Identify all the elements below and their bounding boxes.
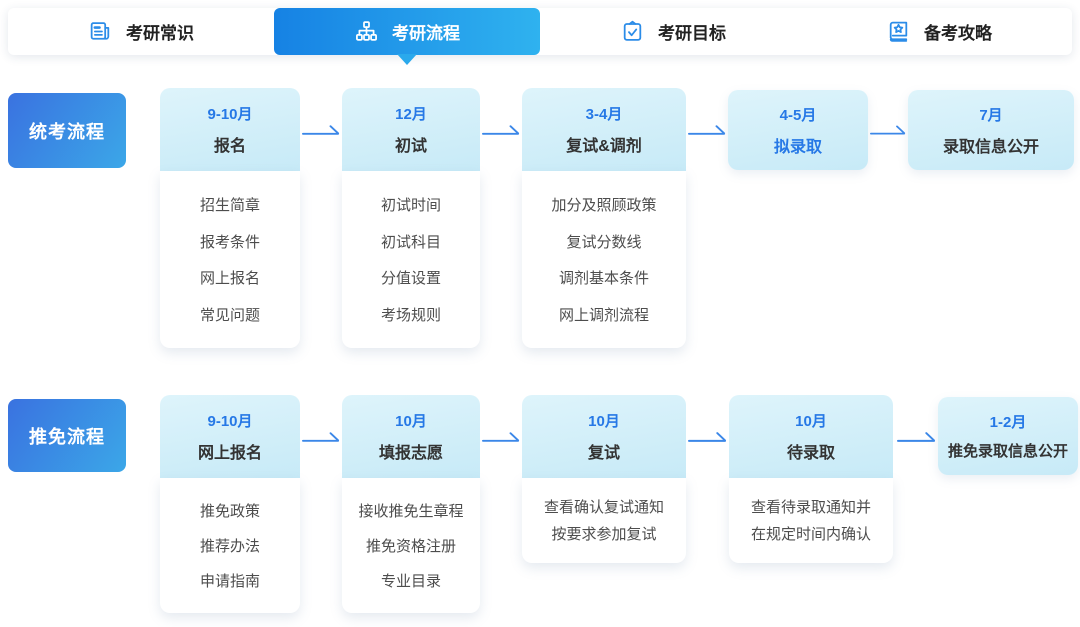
card-title: 拟录取 xyxy=(773,138,822,156)
sitemap-icon xyxy=(354,19,379,44)
card-link[interactable]: 网上报名 xyxy=(199,270,260,288)
card-title: 填报志愿 xyxy=(378,445,443,462)
card-link[interactable]: 考场规则 xyxy=(380,306,441,324)
flow-card: 3-4月 复试&调剂 加分及照顾政策 复试分数线 调剂基本条件 网上调剂流程 xyxy=(522,88,686,348)
tab-kaoyan-mubiao[interactable]: 考研目标 xyxy=(540,8,806,55)
flow-card: 9-10月 报名 招生简章 报考条件 网上报名 常见问题 xyxy=(160,88,300,348)
card-link[interactable]: 接收推免生章程 xyxy=(358,503,464,520)
card-title: 待录取 xyxy=(786,445,835,462)
flow-card: 1-2月 推免录取信息公开 xyxy=(938,397,1078,475)
tab-label: 备考攻略 xyxy=(924,24,992,43)
card-header: 9-10月 网上报名 xyxy=(160,395,300,478)
card-body: 查看待录取通知并 在规定时间内确认 xyxy=(729,478,893,563)
card-note-line: 在规定时间内确认 xyxy=(750,525,871,543)
flow-arrow-icon xyxy=(302,429,340,445)
tab-kaoyan-liucheng[interactable]: 考研流程 xyxy=(274,8,540,55)
card-link[interactable]: 申请指南 xyxy=(199,573,260,590)
tab-beikao-gonglve[interactable]: 备考攻略 xyxy=(806,8,1072,55)
flow-arrow-icon xyxy=(302,122,340,138)
card-header: 3-4月 复试&调剂 xyxy=(522,88,686,171)
card-title: 网上报名 xyxy=(197,445,262,462)
card-body: 招生简章 报考条件 网上报名 常见问题 xyxy=(160,171,300,348)
clipboard-check-icon xyxy=(620,19,645,44)
card-month: 1-2月 xyxy=(989,414,1027,431)
flow-arrow-icon xyxy=(482,429,520,445)
card-link[interactable]: 初试科目 xyxy=(380,233,441,251)
card-month: 3-4月 xyxy=(585,106,623,123)
card-link[interactable]: 招生简章 xyxy=(199,197,260,215)
card-body: 接收推免生章程 推免资格注册 专业目录 xyxy=(342,478,480,613)
flow-card: 12月 初试 初试时间 初试科目 分值设置 考场规则 xyxy=(342,88,480,348)
card-link[interactable]: 专业目录 xyxy=(380,573,441,590)
card-header: 4-5月 拟录取 xyxy=(728,90,868,170)
flow-arrow-icon xyxy=(688,429,727,445)
tab-label: 考研常识 xyxy=(126,24,194,43)
flow-arrow-icon xyxy=(870,122,906,138)
book-star-icon xyxy=(886,19,911,44)
card-header: 10月 待录取 xyxy=(729,395,893,478)
card-month: 4-5月 xyxy=(779,106,817,124)
flow-card: 10月 复试 查看确认复试通知 按要求参加复试 xyxy=(522,395,686,563)
card-title: 报名 xyxy=(213,138,246,155)
card-month: 9-10月 xyxy=(207,413,253,430)
card-link[interactable]: 网上调剂流程 xyxy=(558,306,649,324)
card-month: 10月 xyxy=(395,413,427,430)
top-tab-bar: 考研常识 考研流程 考研目标 xyxy=(8,8,1072,55)
card-body: 推免政策 推荐办法 申请指南 xyxy=(160,478,300,613)
tab-kaoyan-changshi[interactable]: 考研常识 xyxy=(8,8,274,55)
card-link[interactable]: 推免资格注册 xyxy=(365,538,456,555)
tab-label: 考研目标 xyxy=(658,24,726,43)
tab-label: 考研流程 xyxy=(392,24,460,43)
card-header: 7月 录取信息公开 xyxy=(908,90,1074,170)
card-body: 初试时间 初试科目 分值设置 考场规则 xyxy=(342,171,480,348)
card-header: 10月 填报志愿 xyxy=(342,395,480,478)
card-title: 初试 xyxy=(394,138,427,155)
card-link[interactable]: 分值设置 xyxy=(380,270,441,288)
flow-arrow-icon xyxy=(897,429,936,445)
card-link[interactable]: 推荐办法 xyxy=(199,538,260,555)
card-title: 复试 xyxy=(587,445,620,462)
card-link[interactable]: 调剂基本条件 xyxy=(558,270,649,288)
news-icon xyxy=(88,19,113,44)
flow-card: 10月 填报志愿 接收推免生章程 推免资格注册 专业目录 xyxy=(342,395,480,613)
card-month: 12月 xyxy=(395,106,427,123)
card-title: 录取信息公开 xyxy=(942,138,1039,156)
card-note-line: 查看待录取通知并 xyxy=(750,498,871,516)
card-header: 12月 初试 xyxy=(342,88,480,171)
card-title: 推免录取信息公开 xyxy=(947,443,1068,460)
flow-card: 4-5月 拟录取 xyxy=(728,90,868,170)
card-header: 10月 复试 xyxy=(522,395,686,478)
card-note-line: 按要求参加复试 xyxy=(551,525,657,543)
flow-arrow-icon xyxy=(482,122,520,138)
card-month: 9-10月 xyxy=(207,106,253,123)
card-link[interactable]: 加分及照顾政策 xyxy=(551,197,657,215)
card-header: 1-2月 推免录取信息公开 xyxy=(938,397,1078,475)
card-link[interactable]: 常见问题 xyxy=(199,306,260,324)
card-link[interactable]: 初试时间 xyxy=(380,197,441,215)
flow-card: 9-10月 网上报名 推免政策 推荐办法 申请指南 xyxy=(160,395,300,613)
card-link[interactable]: 复试分数线 xyxy=(566,233,642,251)
row-label-tongkao: 统考流程 xyxy=(8,93,126,168)
card-header: 9-10月 报名 xyxy=(160,88,300,171)
flow-arrow-icon xyxy=(688,122,726,138)
card-note-line: 查看确认复试通知 xyxy=(543,498,664,516)
card-link[interactable]: 报考条件 xyxy=(199,233,260,251)
card-month: 10月 xyxy=(795,413,827,430)
flow-card: 7月 录取信息公开 xyxy=(908,90,1074,170)
card-body: 加分及照顾政策 复试分数线 调剂基本条件 网上调剂流程 xyxy=(522,171,686,348)
row-label-tuimian: 推免流程 xyxy=(8,399,126,472)
card-link[interactable]: 推免政策 xyxy=(199,503,260,520)
card-month: 7月 xyxy=(979,106,1003,124)
card-title: 复试&调剂 xyxy=(566,138,642,155)
flow-card: 10月 待录取 查看待录取通知并 在规定时间内确认 xyxy=(729,395,893,563)
card-month: 10月 xyxy=(588,413,620,430)
card-body: 查看确认复试通知 按要求参加复试 xyxy=(522,478,686,563)
